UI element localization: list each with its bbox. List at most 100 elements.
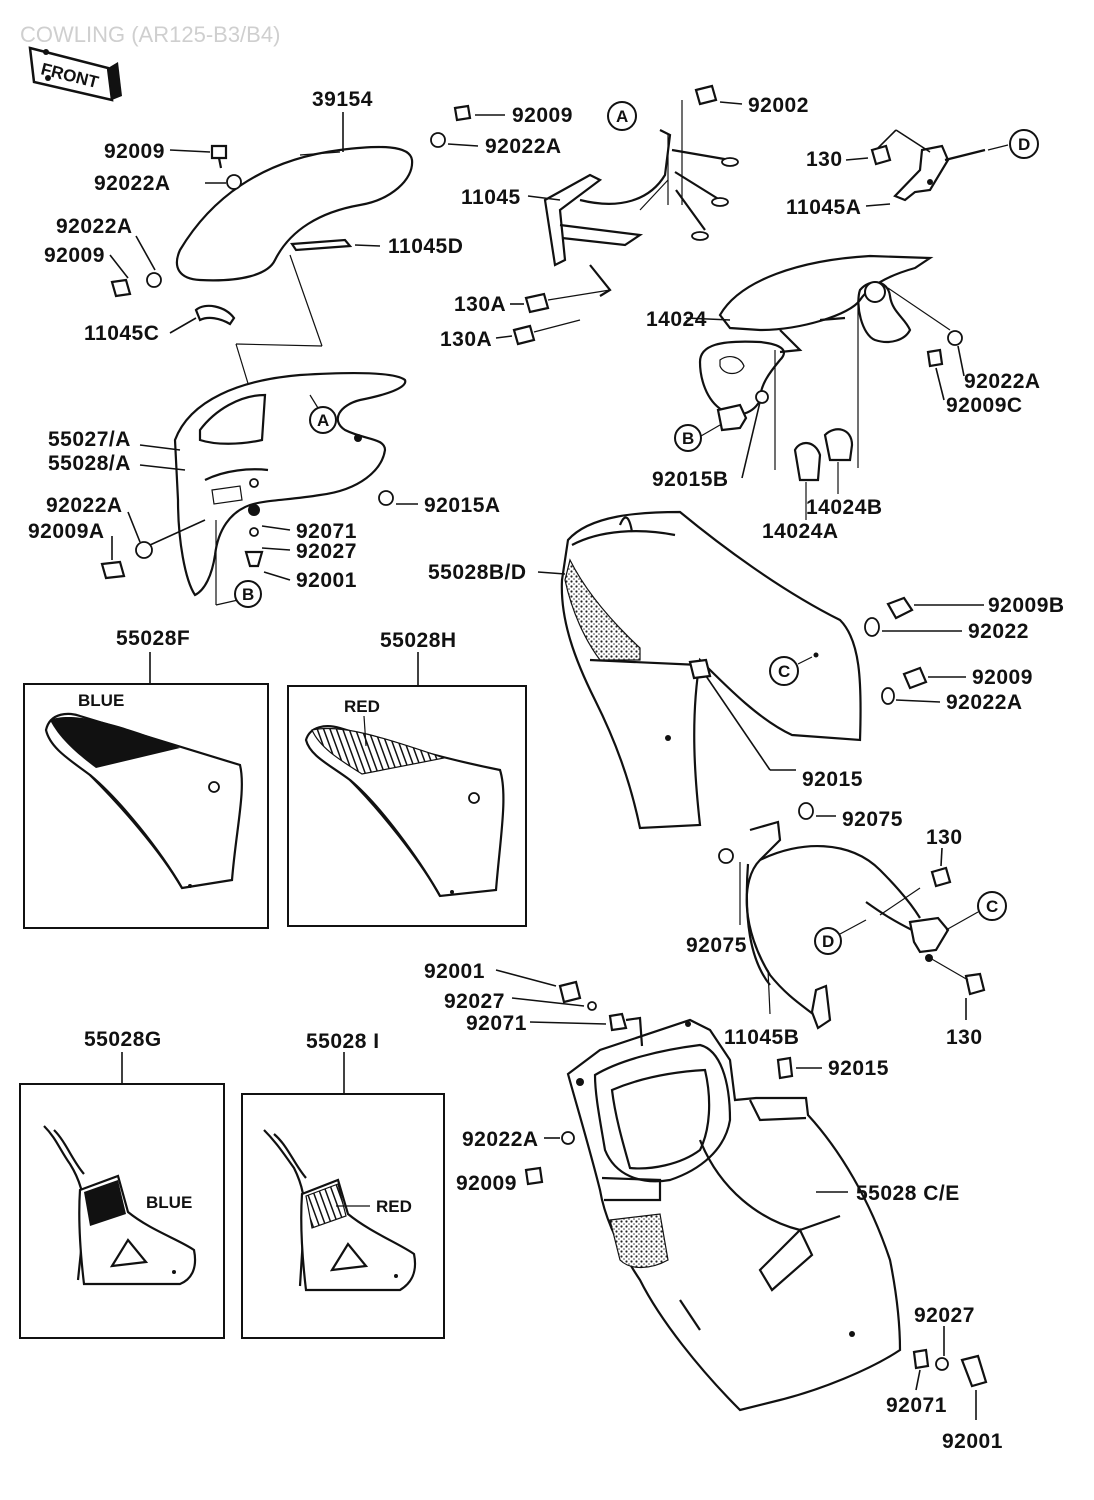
label-92022A-e: 92022A [964, 370, 1041, 393]
label-11045C: 11045C [84, 322, 159, 345]
inset-color-label: BLUE [146, 1193, 192, 1212]
label-130-a: 130 [806, 148, 843, 171]
svg-text:A: A [317, 411, 329, 430]
inset-color-label: RED [344, 697, 380, 716]
label-92022A-c: 92022A [56, 215, 133, 238]
screw-icon [210, 144, 228, 169]
label-92009-e: 92009 [456, 1172, 517, 1195]
label-92001-b: 92001 [424, 960, 485, 983]
callout-a-marker: A [607, 101, 637, 131]
windshield-39154 [175, 145, 414, 282]
callout-c-marker: C [769, 656, 799, 686]
label-92001-a: 92001 [296, 569, 357, 592]
label-92001-c: 92001 [942, 1430, 1003, 1453]
inset-color-label: BLUE [78, 691, 124, 710]
nut-icon [912, 1348, 930, 1370]
callout-a-marker: A [309, 406, 337, 434]
screw-icon [886, 596, 914, 620]
washer-icon [146, 272, 162, 288]
label-92009B: 92009B [988, 594, 1065, 617]
rivet-icon [558, 980, 582, 1004]
label-92022A-a: 92022A [94, 172, 171, 195]
label-92075-a: 92075 [842, 808, 903, 831]
callout-b-marker: B [674, 424, 702, 452]
label-130A-b: 130A [440, 328, 492, 351]
screw-icon [453, 104, 472, 122]
grommet-icon [776, 1056, 794, 1080]
washer-icon [881, 687, 895, 705]
label-11045: 11045 [461, 186, 521, 209]
screw-icon [902, 666, 928, 690]
label-92015A: 92015A [424, 494, 501, 517]
washer-icon [561, 1131, 575, 1145]
cover-14024A [793, 442, 822, 482]
label-130A-a: 130A [454, 293, 506, 316]
washer-icon [430, 132, 446, 148]
stay-bracket-11045 [543, 129, 672, 297]
screw-icon [110, 278, 132, 298]
label-92009C: 92009C [946, 394, 1023, 417]
callout-b-marker: B [234, 580, 262, 608]
label-11045D: 11045D [388, 235, 463, 258]
label-92009A: 92009A [28, 520, 105, 543]
label-92009-c: 92009 [44, 244, 105, 267]
bracket-11045D [290, 238, 353, 252]
grommet-icon [718, 848, 734, 864]
label-92071-b: 92071 [466, 1012, 527, 1035]
label-92015B: 92015B [652, 468, 729, 491]
bracket-11045A [893, 144, 986, 202]
washer-icon [135, 541, 153, 559]
bracket-11045C [194, 304, 236, 326]
label-92027-b: 92027 [444, 990, 505, 1013]
svg-text:A: A [616, 107, 628, 126]
grommet-clip-icon [716, 403, 748, 432]
lower-cowl-55028CE [566, 1016, 902, 1412]
callout-c-marker: C [977, 891, 1007, 921]
label-92022A-d: 92022A [46, 494, 123, 517]
screw-icon [100, 560, 126, 580]
bolt-icon [512, 324, 536, 346]
front-arrow-icon: FRONT [28, 46, 122, 102]
svg-text:C: C [986, 897, 998, 916]
label-92027-c: 92027 [914, 1304, 975, 1327]
label-130-b: 130 [926, 826, 963, 849]
label-92009-b: 92009 [512, 104, 573, 127]
label-92002: 92002 [748, 94, 809, 117]
label-39154: 39154 [312, 88, 373, 111]
grommet-icon [798, 802, 814, 820]
label-92022A-g: 92022A [462, 1128, 539, 1151]
inset-part-label: 55028H [380, 629, 457, 652]
svg-text:D: D [822, 932, 834, 951]
washer-icon [587, 1001, 597, 1011]
label-92022A-b: 92022A [485, 135, 562, 158]
label-92071-a: 92071 [296, 520, 357, 543]
inner-panel-14024 [698, 254, 934, 416]
bolt-icon [870, 144, 892, 166]
label-11045A: 11045A [786, 196, 861, 219]
label-14024: 14024 [646, 308, 707, 331]
label-92075-b: 92075 [686, 934, 747, 957]
svg-text:C: C [778, 662, 790, 681]
side-cowl-55028BD [560, 510, 862, 830]
label-92015-b: 92015 [828, 1057, 889, 1080]
label-55027A: 55027/A [48, 428, 131, 451]
screw-icon [926, 348, 944, 368]
bolt-icon [964, 972, 986, 996]
label-92015-a: 92015 [802, 768, 863, 791]
label-11045B: 11045B [724, 1026, 799, 1049]
label-92022A-f: 92022A [946, 691, 1023, 714]
label-92009-a: 92009 [104, 140, 165, 163]
nut-icon [248, 504, 260, 516]
callout-d-marker: D [1009, 129, 1039, 159]
rivet-icon [244, 550, 264, 568]
svg-text:D: D [1018, 135, 1030, 154]
label-14024A: 14024A [762, 520, 839, 543]
washer-icon [249, 527, 259, 537]
bolt-icon [930, 866, 952, 888]
label-92071-c: 92071 [886, 1394, 947, 1417]
inset-part-label: 55028F [116, 627, 190, 650]
washer-icon [226, 174, 242, 190]
label-92027-a: 92027 [296, 540, 357, 563]
svg-text:B: B [682, 429, 694, 448]
